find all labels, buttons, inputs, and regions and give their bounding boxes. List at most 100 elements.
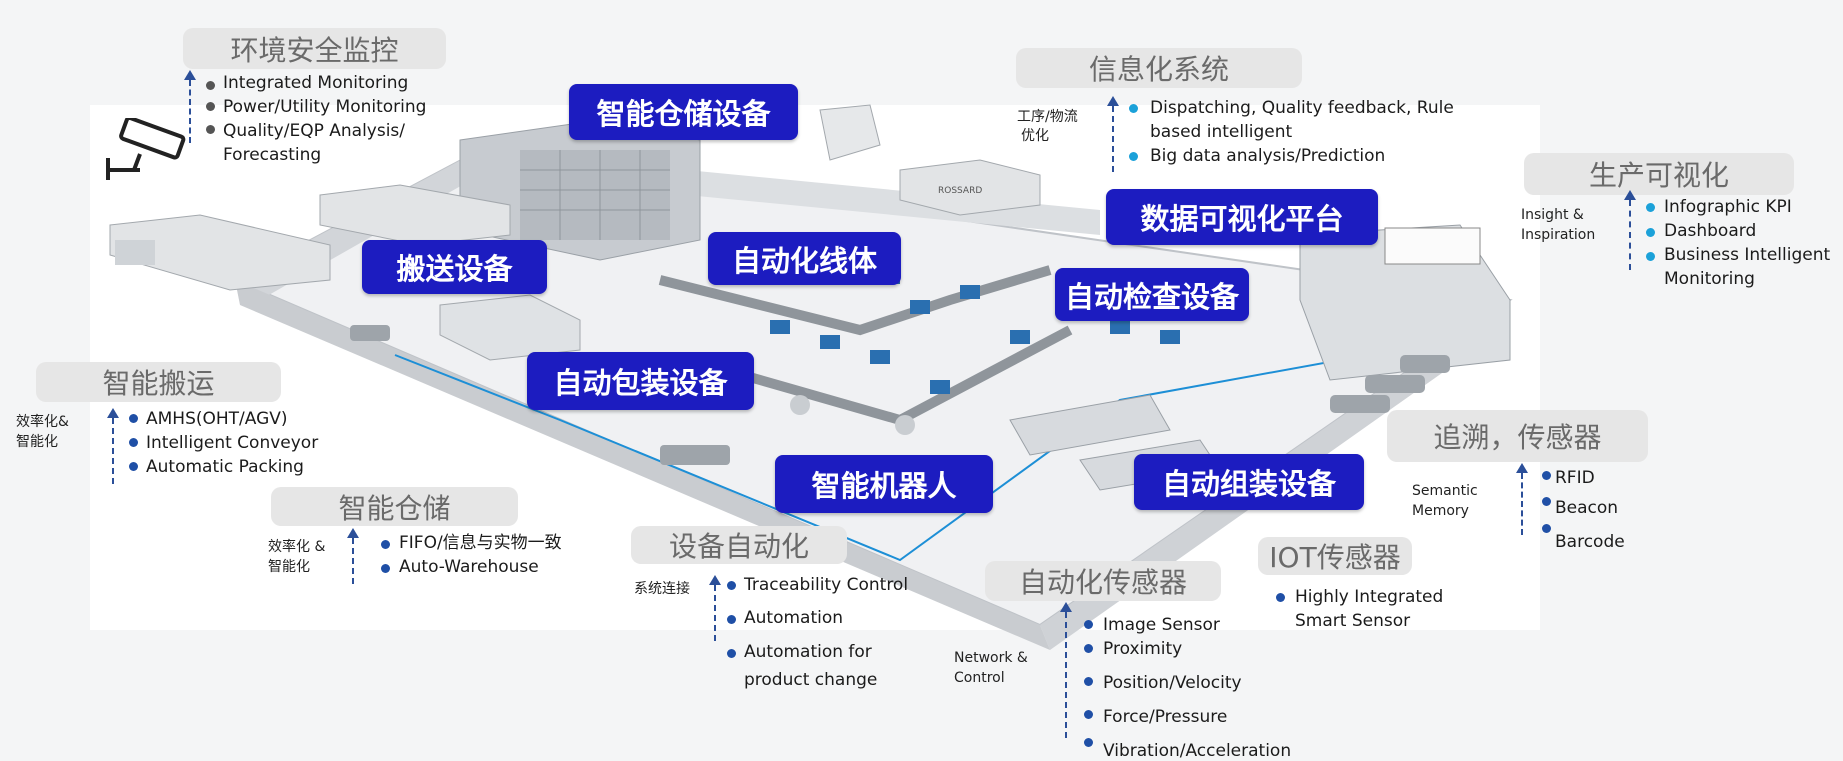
smart-warehouse-side-label: 智能化 (268, 559, 310, 575)
bullet (381, 564, 390, 573)
traceability-side-label: Memory (1412, 503, 1469, 519)
conveyor-upper (658, 265, 1052, 336)
env-monitoring-item: Integrated Monitoring (223, 73, 409, 93)
security-camera-icon (106, 118, 186, 180)
equipment-automation-item: product change (744, 670, 878, 690)
bullet (1129, 104, 1138, 113)
iot-sensors-header: IOT传感器 (1258, 537, 1412, 575)
smart-transport-side-label: 智能化 (16, 434, 58, 450)
bullet (1646, 228, 1655, 237)
auto-sensors-item: Force/Pressure (1103, 707, 1228, 727)
auto-sensors-item: Position/Velocity (1103, 673, 1242, 693)
bullet (1542, 524, 1551, 533)
bullet (1084, 677, 1093, 686)
equipment-automation-arrow (709, 575, 721, 641)
info-system-header: 信息化系统 (1016, 48, 1302, 88)
production-visual-arrow (1624, 190, 1636, 270)
production-visual-item: Monitoring (1664, 269, 1755, 289)
callout-smart-storage-equipment: 智能仓储设备 (569, 84, 798, 140)
bullet (727, 649, 736, 658)
bullet (1129, 152, 1138, 161)
auto-sensors-header: 自动化传感器 (985, 561, 1221, 601)
bullet (206, 81, 215, 90)
robot-arms (790, 395, 915, 435)
bullet (381, 540, 390, 549)
parked-vehicles (1330, 355, 1450, 413)
bullet (129, 462, 138, 471)
bullet (1084, 644, 1093, 653)
traceability-header: 追溯，传感器 (1387, 410, 1648, 462)
production-visual-side-label: Insight & (1521, 207, 1584, 223)
env-monitoring-header: 环境安全监控 (183, 28, 446, 69)
bullet (1646, 203, 1655, 212)
production-visual-side-label: Inspiration (1521, 227, 1596, 243)
callout-automated-line: 自动化线体 (708, 232, 901, 285)
equipment-automation-item: Automation for (744, 642, 872, 662)
callout-auto-assembly-equipment: 自动组装设备 (1134, 454, 1364, 510)
auto-sensors-item: Image Sensor (1103, 615, 1220, 635)
packing-station (439, 294, 581, 361)
env-monitoring-arrow (184, 70, 196, 143)
auto-sensors-item: Vibration/Acceleration (1103, 741, 1292, 761)
info-system-item: Dispatching, Quality feedback, Rule (1150, 98, 1454, 118)
production-visual-header: 生产可视化 (1524, 153, 1794, 195)
bullet (1542, 471, 1551, 480)
smart-transport-side-label: 效率化& (16, 414, 69, 430)
smart-warehouse-arrow (347, 528, 359, 584)
bullet (1084, 620, 1093, 629)
production-visual-item: Dashboard (1664, 221, 1757, 241)
bullet (1084, 738, 1093, 747)
callout-smart-robot: 智能机器人 (775, 455, 993, 513)
bullet (1542, 497, 1551, 506)
production-visual-item: Business Intelligent (1664, 245, 1831, 265)
equipment-automation-item: Traceability Control (744, 575, 909, 595)
truck-left (109, 214, 331, 291)
callout-auto-inspection-equipment: 自动检查设备 (1055, 268, 1249, 321)
truck-top-center (819, 104, 881, 161)
truck-top-left (319, 184, 511, 246)
iot-sensors-item: Smart Sensor (1295, 611, 1411, 631)
equipment-automation-item: Automation (744, 608, 844, 628)
smart-warehouse-item: Auto-Warehouse (399, 557, 539, 577)
traceability-item: Beacon (1555, 498, 1619, 518)
bullet (206, 125, 215, 134)
callout-transport-equipment: 搬送设备 (362, 240, 547, 294)
bullet (129, 438, 138, 447)
env-monitoring-item: Power/Utility Monitoring (223, 97, 427, 117)
bullet (1084, 710, 1093, 719)
auto-sensors-arrow (1060, 602, 1072, 738)
callout-data-visualization-platform: 数据可视化平台 (1106, 189, 1378, 245)
bullet (727, 615, 736, 624)
smart-transport-item: Intelligent Conveyor (146, 433, 319, 453)
truck-brand-text: ROSSARD (938, 186, 982, 196)
callout-auto-packaging-equipment: 自动包装设备 (527, 352, 754, 410)
smart-transport-arrow (107, 408, 119, 484)
auto-sensors-side-label: Control (954, 670, 1005, 686)
smart-warehouse-side-label: 效率化 & (268, 539, 326, 555)
bullet (206, 102, 215, 111)
equipment-automation-side-label: 系统连接 (634, 581, 690, 597)
bullet (727, 581, 736, 590)
smart-transport-header: 智能搬运 (36, 362, 281, 402)
warehouse-racks (520, 150, 670, 240)
bullet (1276, 593, 1285, 602)
smart-transport-item: Automatic Packing (146, 457, 304, 477)
info-system-arrow (1107, 96, 1119, 172)
info-system-item: based intelligent (1150, 122, 1293, 142)
smart-warehouse-item: FIFO/信息与实物一致 (399, 533, 562, 553)
traceability-side-label: Semantic (1412, 483, 1478, 499)
agv-carts (350, 325, 730, 465)
traceability-arrow (1516, 463, 1528, 535)
smart-transport-item: AMHS(OHT/AGV) (146, 409, 288, 429)
smart-warehouse-header: 智能仓储 (271, 487, 518, 526)
auto-sensors-item: Proximity (1103, 639, 1183, 659)
traceability-item: RFID (1555, 468, 1595, 488)
production-visual-item: Infographic KPI (1664, 197, 1792, 217)
info-system-item: Big data analysis/Prediction (1150, 146, 1386, 166)
traceability-item: Barcode (1555, 532, 1625, 552)
auto-sensors-side-label: Network & (954, 650, 1028, 666)
equipment-automation-header: 设备自动化 (631, 526, 847, 564)
bullet (1646, 252, 1655, 261)
info-system-side-label: 工序/物流 (1017, 109, 1078, 125)
truck-top-right: ROSSARD (899, 159, 1041, 216)
